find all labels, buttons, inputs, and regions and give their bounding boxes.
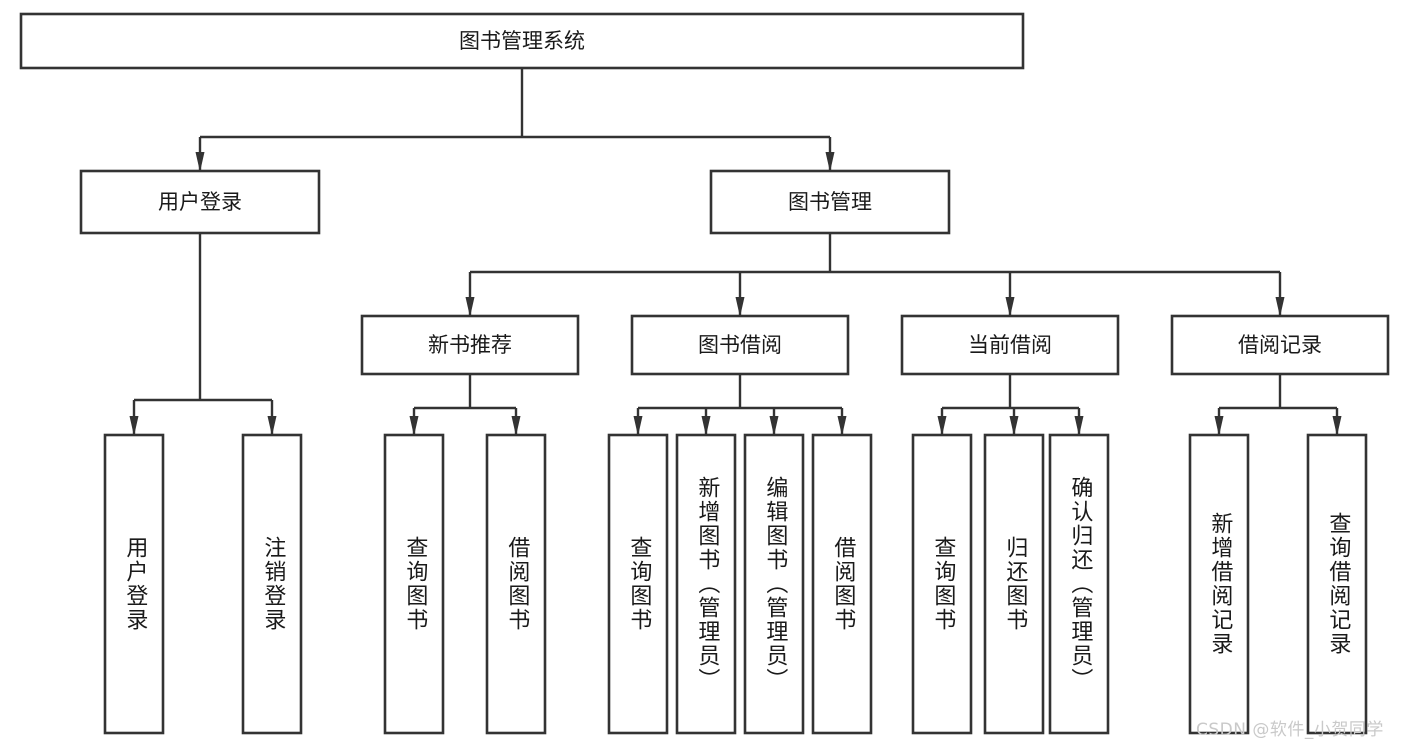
node-leaf-edit-book[interactable] bbox=[743, 433, 805, 735]
node-box-leaf-add-book bbox=[675, 433, 737, 735]
node-box-leaf-confirm-return bbox=[1048, 433, 1110, 735]
node-box-book-borrow bbox=[630, 314, 850, 376]
node-box-leaf-query-book-current bbox=[911, 433, 973, 735]
node-box-leaf-borrow-book bbox=[811, 433, 873, 735]
node-box-leaf-query-book-recommend bbox=[383, 433, 445, 735]
node-box-leaf-borrow-book-recommend bbox=[485, 433, 547, 735]
node-leaf-query-book-recommend[interactable] bbox=[383, 433, 445, 735]
node-current-borrow[interactable]: 当前借阅 bbox=[900, 314, 1120, 376]
node-box-user-login bbox=[79, 169, 321, 235]
node-box-current-borrow bbox=[900, 314, 1120, 376]
arrow-head-icon bbox=[129, 416, 139, 436]
node-label-borrow-record: 借阅记录 bbox=[1238, 333, 1322, 357]
arrow-head-icon bbox=[511, 416, 521, 436]
arrow-head-icon bbox=[1275, 297, 1285, 317]
node-label-user-login: 用户登录 bbox=[158, 190, 242, 214]
arrow-head-icon bbox=[465, 297, 475, 317]
node-label-new-book-recommend: 新书推荐 bbox=[428, 333, 512, 357]
arrow-head-icon bbox=[1005, 297, 1015, 317]
node-leaf-add-borrow-record[interactable] bbox=[1188, 433, 1250, 735]
node-box-leaf-query-book-borrow bbox=[607, 433, 669, 735]
arrow-head-icon bbox=[409, 416, 419, 436]
arrow-head-icon bbox=[633, 416, 643, 436]
arrow-head-icon bbox=[1332, 416, 1342, 436]
arrow-head-icon bbox=[1074, 416, 1084, 436]
node-borrow-record[interactable]: 借阅记录 bbox=[1170, 314, 1390, 376]
arrow-head-icon bbox=[1214, 416, 1224, 436]
arrow-head-icon bbox=[937, 416, 947, 436]
node-label-current-borrow: 当前借阅 bbox=[968, 333, 1052, 357]
node-box-leaf-return-book bbox=[983, 433, 1045, 735]
node-box-leaf-query-borrow-record bbox=[1306, 433, 1368, 735]
node-label-book-management: 图书管理 bbox=[788, 190, 872, 214]
arrow-head-icon bbox=[837, 416, 847, 436]
node-user-login[interactable]: 用户登录 bbox=[79, 169, 321, 235]
node-leaf-query-borrow-record[interactable] bbox=[1306, 433, 1368, 735]
node-box-leaf-logout bbox=[241, 433, 303, 735]
node-label-root: 图书管理系统 bbox=[459, 29, 585, 53]
node-root[interactable]: 图书管理系统 bbox=[19, 12, 1025, 70]
node-leaf-borrow-book-recommend[interactable] bbox=[485, 433, 547, 735]
node-box-leaf-user-login bbox=[103, 433, 165, 735]
arrow-head-icon bbox=[267, 416, 277, 436]
node-book-borrow[interactable]: 图书借阅 bbox=[630, 314, 850, 376]
node-box-leaf-add-borrow-record bbox=[1188, 433, 1250, 735]
node-leaf-query-book-current[interactable] bbox=[911, 433, 973, 735]
node-box-new-book-recommend bbox=[360, 314, 580, 376]
edges-layer bbox=[129, 68, 1342, 436]
csdn-watermark: CSDN @软件_小贺同学 bbox=[1196, 720, 1384, 740]
arrow-head-icon bbox=[769, 416, 779, 436]
node-box-root bbox=[19, 12, 1025, 70]
arrow-head-icon bbox=[701, 416, 711, 436]
node-leaf-return-book[interactable] bbox=[983, 433, 1045, 735]
arrow-head-icon bbox=[735, 297, 745, 317]
node-box-leaf-edit-book bbox=[743, 433, 805, 735]
node-leaf-borrow-book[interactable] bbox=[811, 433, 873, 735]
node-label-book-borrow: 图书借阅 bbox=[698, 333, 782, 357]
node-leaf-add-book[interactable] bbox=[675, 433, 737, 735]
node-leaf-query-book-borrow[interactable] bbox=[607, 433, 669, 735]
node-leaf-user-login[interactable] bbox=[103, 433, 165, 735]
arrow-head-icon bbox=[825, 152, 835, 172]
node-book-management[interactable]: 图书管理 bbox=[709, 169, 951, 235]
node-leaf-logout[interactable] bbox=[241, 433, 303, 735]
arrow-head-icon bbox=[1009, 416, 1019, 436]
node-box-book-management bbox=[709, 169, 951, 235]
node-new-book-recommend[interactable]: 新书推荐 bbox=[360, 314, 580, 376]
arrow-head-icon bbox=[195, 152, 205, 172]
node-leaf-confirm-return[interactable] bbox=[1048, 433, 1110, 735]
node-box-borrow-record bbox=[1170, 314, 1390, 376]
